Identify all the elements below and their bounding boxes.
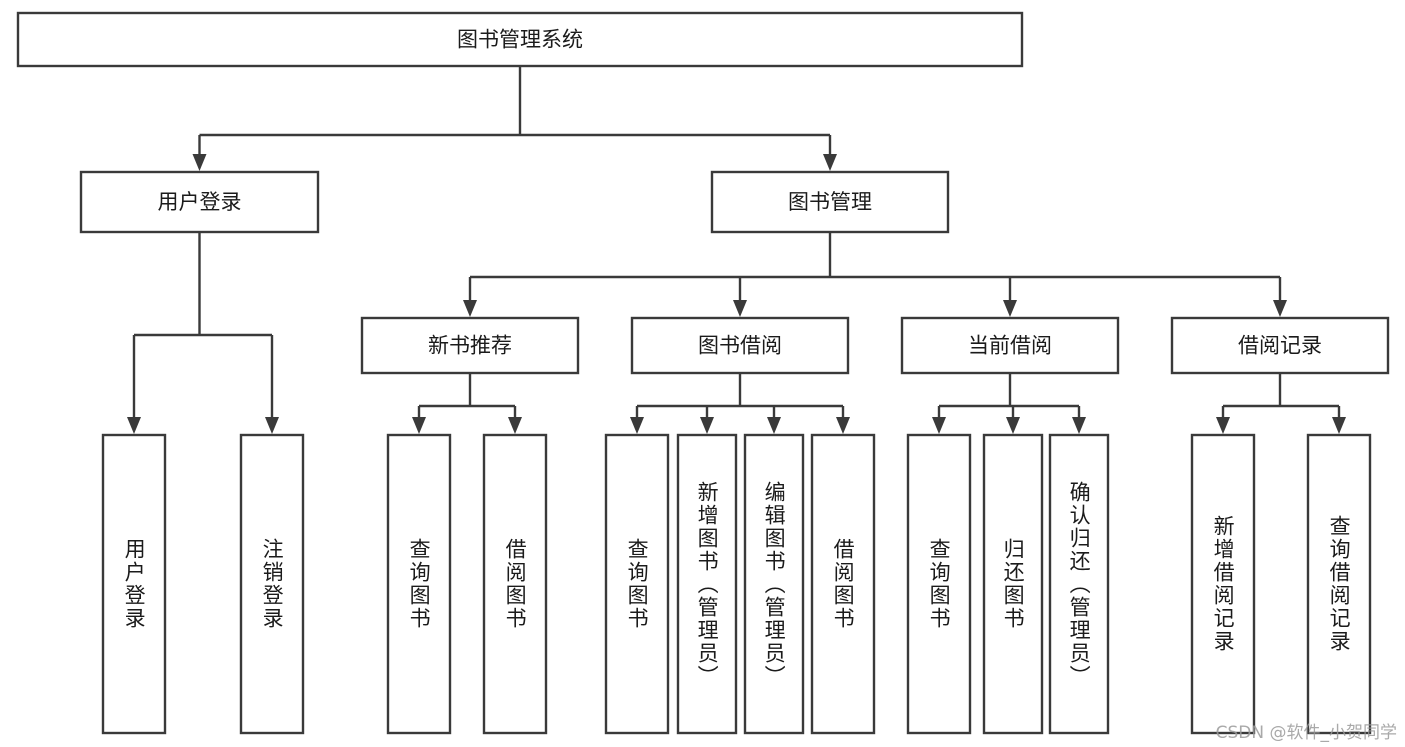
node-label-wrap-leaf-borrow-book-1: 借阅图书 bbox=[484, 435, 546, 733]
node-label-wrap-leaf-borrow-book-2: 借阅图书 bbox=[812, 435, 874, 733]
arrow-head-icon bbox=[412, 417, 426, 434]
arrow-head-icon bbox=[630, 417, 644, 434]
arrow-head-icon bbox=[1006, 417, 1020, 434]
node-box-leaf-add-record[interactable] bbox=[1190, 433, 1256, 735]
node-label-leaf-confirm-return: 确认归还（管理员） bbox=[1067, 480, 1092, 688]
node-label-leaf-return-book: 归还图书 bbox=[1001, 538, 1026, 630]
arrow-head-icon bbox=[192, 154, 207, 171]
node-box-leaf-query-book-1[interactable] bbox=[386, 433, 452, 735]
node-box-leaf-user-logout[interactable] bbox=[239, 433, 305, 735]
arrow-head-icon bbox=[1332, 417, 1346, 434]
arrow-head-icon bbox=[127, 417, 141, 434]
node-label-book-borrow: 图书借阅 bbox=[698, 334, 782, 358]
node-box-book-manage[interactable] bbox=[710, 170, 950, 234]
node-label-leaf-add-book: 新增图书（管理员） bbox=[695, 480, 720, 688]
node-label-leaf-query-book-1: 查询图书 bbox=[407, 538, 432, 630]
node-box-user-login[interactable] bbox=[79, 170, 320, 234]
arrow-head-icon bbox=[823, 154, 837, 171]
node-box-leaf-borrow-book-2[interactable] bbox=[810, 433, 876, 735]
node-box-leaf-confirm-return[interactable] bbox=[1048, 433, 1110, 735]
arrow-head-icon bbox=[1273, 300, 1287, 317]
node-label-wrap-leaf-confirm-return: 确认归还（管理员） bbox=[1050, 435, 1108, 733]
node-label-wrap-leaf-add-record: 新增借阅记录 bbox=[1192, 435, 1254, 733]
csdn-watermark: CSDN @软件_小贺同学 bbox=[1215, 723, 1397, 743]
node-label-wrap-leaf-query-book-1: 查询图书 bbox=[388, 435, 450, 733]
node-box-leaf-user-login[interactable] bbox=[101, 433, 167, 735]
arrow-head-icon bbox=[932, 417, 946, 434]
node-box-root[interactable] bbox=[16, 11, 1024, 68]
node-label-leaf-user-logout: 注销登录 bbox=[260, 538, 285, 630]
node-box-book-borrow[interactable] bbox=[630, 316, 850, 375]
node-label-wrap-leaf-user-logout: 注销登录 bbox=[241, 435, 303, 733]
node-label-book-manage: 图书管理 bbox=[788, 190, 872, 214]
node-label-leaf-query-book-3: 查询图书 bbox=[927, 538, 952, 630]
node-label-user-login: 用户登录 bbox=[158, 190, 242, 214]
node-label-leaf-query-record: 查询借阅记录 bbox=[1327, 515, 1352, 653]
node-label-leaf-borrow-book-2: 借阅图书 bbox=[831, 538, 856, 630]
node-box-leaf-query-record[interactable] bbox=[1306, 433, 1372, 735]
arrow-head-icon bbox=[767, 417, 781, 434]
node-label-leaf-add-record: 新增借阅记录 bbox=[1211, 515, 1236, 653]
arrow-head-icon bbox=[836, 417, 850, 434]
node-box-leaf-return-book[interactable] bbox=[982, 433, 1044, 735]
node-label-wrap-leaf-user-login: 用户登录 bbox=[103, 435, 165, 733]
arrow-head-icon bbox=[265, 417, 279, 434]
node-box-borrow-record[interactable] bbox=[1170, 316, 1390, 375]
node-label-wrap-leaf-add-book: 新增图书（管理员） bbox=[678, 435, 736, 733]
arrow-head-icon bbox=[733, 300, 747, 317]
node-box-current-borrow[interactable] bbox=[900, 316, 1120, 375]
node-label-wrap-leaf-edit-book: 编辑图书（管理员） bbox=[745, 435, 803, 733]
node-label-leaf-user-login: 用户登录 bbox=[122, 538, 147, 630]
arrow-head-icon bbox=[463, 300, 477, 317]
node-label-wrap-leaf-query-book-2: 查询图书 bbox=[606, 435, 668, 733]
arrow-head-icon bbox=[1216, 417, 1230, 434]
node-box-leaf-add-book[interactable] bbox=[676, 433, 738, 735]
node-label-wrap-leaf-return-book: 归还图书 bbox=[984, 435, 1042, 733]
node-label-current-borrow: 当前借阅 bbox=[968, 334, 1052, 358]
node-label-borrow-record: 借阅记录 bbox=[1238, 334, 1322, 358]
arrow-head-icon bbox=[508, 417, 522, 434]
arrow-head-icon bbox=[700, 417, 714, 434]
node-label-wrap-leaf-query-record: 查询借阅记录 bbox=[1308, 435, 1370, 733]
node-box-leaf-query-book-3[interactable] bbox=[906, 433, 972, 735]
node-label-root: 图书管理系统 bbox=[457, 28, 583, 52]
node-label-leaf-query-book-2: 查询图书 bbox=[625, 538, 650, 630]
edges-layer bbox=[127, 66, 1346, 434]
node-label-new-book-rec: 新书推荐 bbox=[428, 334, 512, 358]
arrow-head-icon bbox=[1072, 417, 1086, 434]
node-label-leaf-edit-book: 编辑图书（管理员） bbox=[762, 480, 787, 688]
node-label-wrap-leaf-query-book-3: 查询图书 bbox=[908, 435, 970, 733]
node-box-new-book-rec[interactable] bbox=[360, 316, 580, 375]
node-box-leaf-borrow-book-1[interactable] bbox=[482, 433, 548, 735]
node-box-leaf-edit-book[interactable] bbox=[743, 433, 805, 735]
node-label-leaf-borrow-book-1: 借阅图书 bbox=[503, 538, 528, 630]
arrow-head-icon bbox=[1003, 300, 1017, 317]
node-box-leaf-query-book-2[interactable] bbox=[604, 433, 670, 735]
